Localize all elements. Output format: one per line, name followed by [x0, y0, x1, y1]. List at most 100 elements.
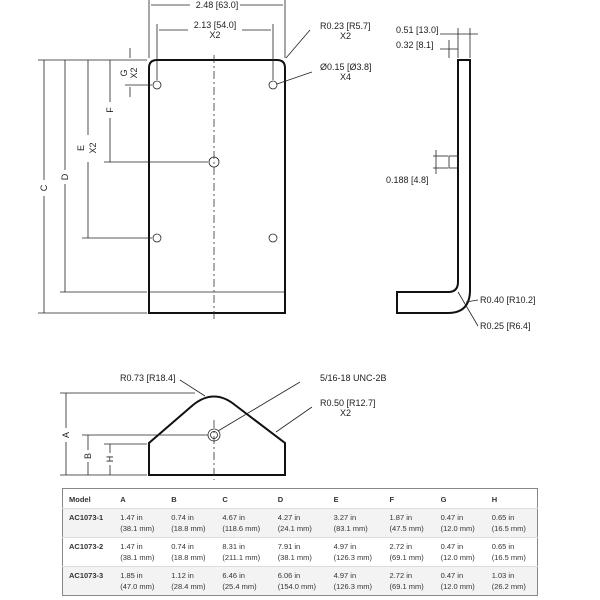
inner-radius-label: R0.25 [R6.4] [480, 321, 531, 331]
dim-h: H [105, 456, 115, 463]
column-header: F [389, 494, 395, 504]
thread-label: 5/16-18 UNC-2B [320, 373, 387, 383]
svg-text:X4: X4 [340, 72, 351, 82]
top-radius-label: R0.73 [R18.4] [120, 373, 176, 383]
dimension-cell: 4.67 in (118.6 mm) [216, 508, 272, 538]
drawing: 2.48 [63.0] 2.13 [54.0] X2 R0.23 [R5.7] … [38, 0, 536, 480]
dimension-cell: 3.27 in(83.1 mm) [327, 508, 384, 538]
dimension-cell: 1.87 in (47.5 mm) [383, 508, 435, 538]
value-mm: (18.8 mm) [171, 553, 206, 562]
value-in: 1.12 in [171, 571, 194, 580]
column-header: E [333, 494, 339, 504]
dimension-cell: 1.47 in (38.1 mm) [114, 537, 166, 567]
dimension-cell: 6.46 in (25.4 mm) [216, 566, 272, 596]
value-in: 2.72 in [389, 571, 413, 580]
value-in: 7.91 in [277, 542, 301, 551]
svg-text:X2: X2 [88, 142, 98, 153]
column-header: A [120, 494, 126, 504]
value-in: 1.47 in [120, 542, 143, 551]
dim-g: G [119, 69, 129, 76]
value-mm: (38.1 mm) [120, 553, 155, 562]
dimension-cell: 7.91 in (38.1 mm) [271, 537, 328, 567]
value-in: 0.47 in [440, 542, 464, 551]
dimension-cell: 4.27 in(24.1 mm) [271, 508, 328, 538]
dim-e: E [76, 145, 86, 151]
value-in: 1.03 in [491, 571, 515, 580]
value-mm: (12.0 mm) [440, 524, 475, 533]
dimension-cell: 2.72 in (69.1 mm) [383, 566, 435, 596]
value-in: 0.65 in [491, 513, 515, 522]
dimension-cell: 0.65 in (16.5 mm) [485, 537, 538, 567]
dim-b: B [83, 453, 93, 459]
value-mm: (16.5 mm) [491, 524, 526, 533]
value-mm: (38.1 mm) [120, 524, 155, 533]
column-header: C [222, 494, 228, 504]
column-header: D [277, 494, 284, 504]
value-in: 0.74 in [171, 513, 194, 522]
value-mm: (69.1 mm) [389, 553, 424, 562]
column-header: B [171, 494, 177, 504]
column-header: G [440, 494, 447, 504]
svg-text:X2: X2 [340, 408, 351, 418]
value-mm: (28.4 mm) [171, 582, 206, 591]
value-mm: (118.6 mm) [222, 524, 261, 533]
value-mm: (47.0 mm) [120, 582, 155, 591]
svg-text:X2: X2 [129, 67, 139, 78]
value-in: 8.31 in [222, 542, 245, 551]
corner-radius-label: R0.23 [R5.7] [320, 21, 371, 31]
hole-diameter-label: Ø0.15 [Ø3.8] [320, 62, 372, 72]
dimension-cell: 1.12 in (28.4 mm) [165, 566, 217, 596]
value-mm: (25.4 mm) [222, 582, 257, 591]
value-in: 4.67 in [222, 513, 245, 522]
value-in: 0.47 in [440, 513, 464, 522]
dimension-cell: 2.72 in (69.1 mm) [383, 537, 435, 567]
dimension-cell: 1.85 in (47.0 mm) [114, 566, 166, 596]
value-mm: (38.1 mm) [277, 553, 312, 562]
dimension-cell: 0.47 in(12.0 mm) [434, 566, 486, 596]
overall-thickness-label: 0.51 [13.0] [396, 25, 439, 35]
dimension-cell: 1.03 in(26.2 mm) [485, 566, 538, 596]
dimension-cell: 0.74 in(18.8 mm) [165, 537, 217, 567]
model-cell: AC1073-3 [62, 566, 115, 596]
value-in: 4.97 in [333, 542, 357, 551]
dim-hole-spacing: 2.13 [54.0] [194, 20, 237, 30]
value-in: 6.06 in [277, 571, 301, 580]
table-row: AC1073-3 1.85 in (47.0 mm) 1.12 in (28.4 mm)… [62, 566, 538, 596]
value-mm: (154.0 mm) [277, 582, 317, 591]
dimension-cell: 8.31 in(211.1 mm) [216, 537, 272, 567]
value-in: 1.85 in [120, 571, 143, 580]
value-mm: (12.0 mm) [440, 553, 475, 562]
dim-f: F [105, 107, 115, 113]
svg-text:X2: X2 [340, 31, 351, 41]
value-in: 3.27 in [333, 513, 357, 522]
value-in: 4.97 in [333, 571, 357, 580]
dim-a: A [61, 432, 71, 438]
value-in: 4.27 in [277, 513, 301, 522]
value-in: 0.65 in [491, 542, 515, 551]
value-mm: (18.8 mm) [171, 524, 206, 533]
value-in: 6.46 in [222, 571, 245, 580]
dimension-cell: 6.06 in (154.0 mm) [271, 566, 328, 596]
dim-overall-width: 2.48 [63.0] [196, 0, 239, 10]
side-radius-label: R0.50 [R12.7] [320, 398, 376, 408]
tab-label: 0.188 [4.8] [386, 175, 429, 185]
column-header: H [491, 494, 498, 504]
model-cell: AC1073-1 [62, 508, 115, 538]
dimension-cell: 4.97 in (126.3 mm) [327, 537, 384, 567]
value-in: 2.72 in [389, 542, 413, 551]
value-in: 1.87 in [389, 513, 413, 522]
table-row: AC1073-2 1.47 in (38.1 mm) 0.74 in(18.8 mm)… [62, 537, 538, 567]
dimension-cell: 0.47 in (12.0 mm) [434, 508, 486, 538]
bottom-view: A B H R0.73 [R18.4] 5/16-18 UNC-2B R0.50… [60, 373, 387, 480]
column-header: Model [69, 494, 91, 504]
value-mm: (47.5 mm) [389, 524, 424, 533]
value-mm: (126.3 mm) [333, 553, 372, 562]
dimension-cell: 1.47 in (38.1 mm) [114, 508, 166, 538]
model-cell: AC1073-2 [62, 537, 115, 567]
value-mm: (16.5 mm) [491, 553, 526, 562]
value-mm: (69.1 mm) [389, 582, 424, 591]
value-in: 1.47 in [120, 513, 143, 522]
value-mm: (12.0 mm) [440, 582, 475, 591]
outer-radius-label: R0.40 [R10.2] [480, 295, 536, 305]
dimension-cell: 0.47 in (12.0 mm) [434, 537, 486, 567]
